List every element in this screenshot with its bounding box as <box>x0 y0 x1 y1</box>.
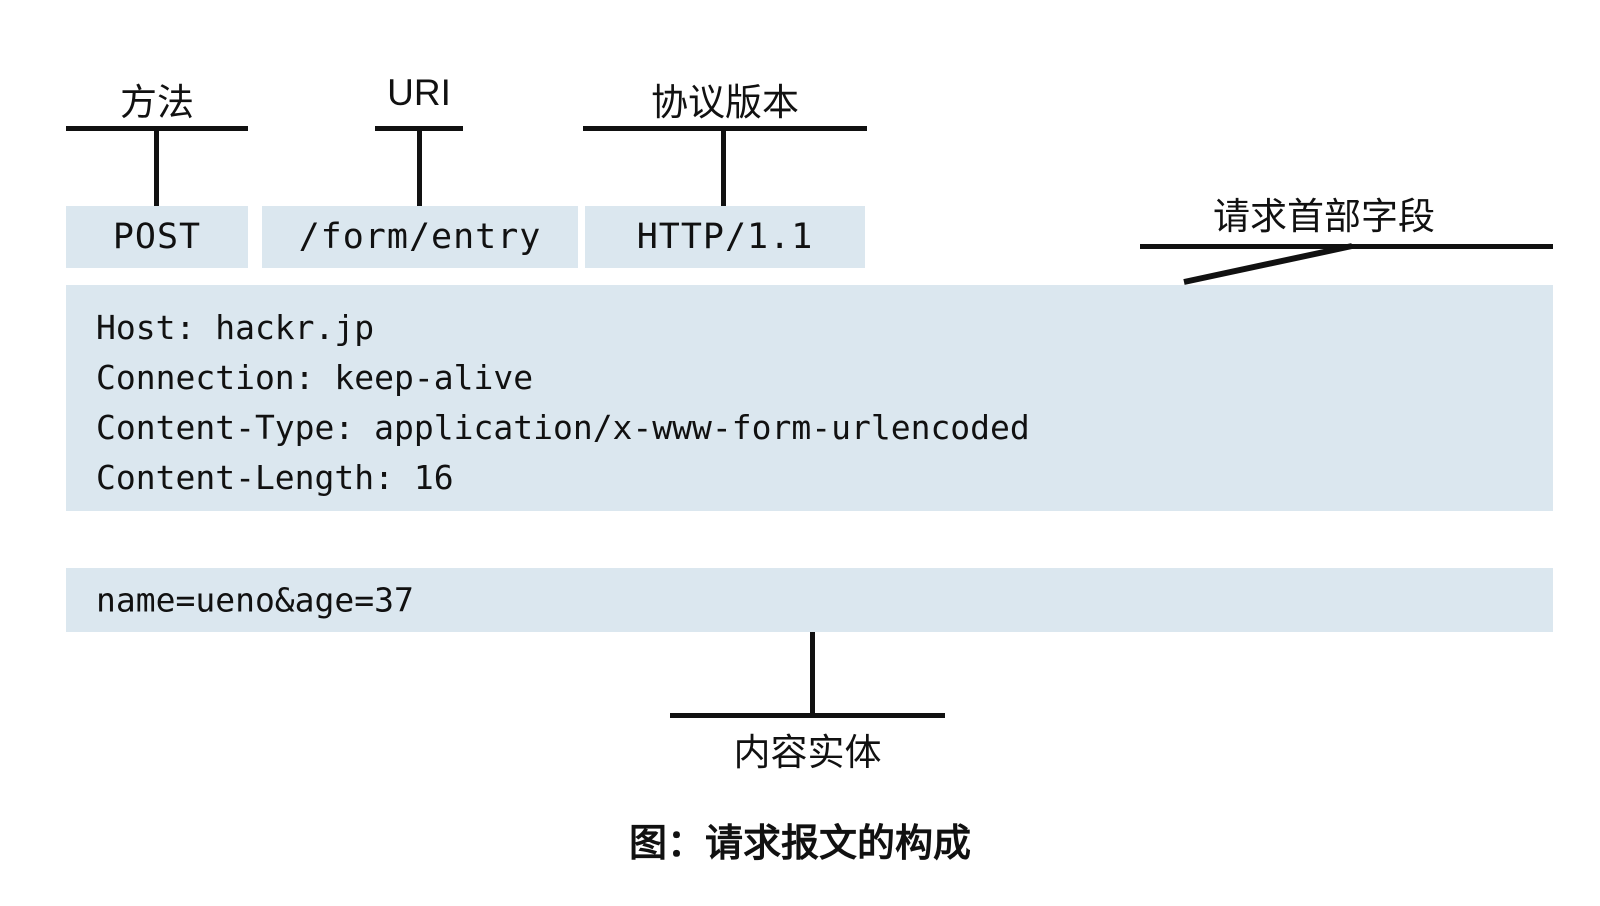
bracket-stem-method <box>154 126 159 208</box>
figure-caption: 图：请求报文的构成 <box>628 823 971 865</box>
label-protocol-version: 协议版本 <box>651 82 799 123</box>
label-method: 方法 <box>120 82 194 123</box>
request-line-version-value: HTTP/1.1 <box>636 217 814 257</box>
callout-rule-entity-body <box>670 713 945 718</box>
request-line-uri-value: /form/entry <box>298 217 542 257</box>
label-uri: URI <box>387 72 451 113</box>
request-line-uri-box: /form/entry <box>262 206 578 268</box>
request-line-method-box: POST <box>66 206 248 268</box>
bracket-stem-protocol-version <box>721 126 726 208</box>
entity-body-value: name=ueno&age=37 <box>96 580 414 620</box>
label-entity-body: 内容实体 <box>733 732 882 773</box>
bracket-stem-uri <box>417 126 422 208</box>
entity-body-block: name=ueno&age=37 <box>66 568 1553 632</box>
request-line-method-value: POST <box>112 217 202 257</box>
request-header-fields-block: Host: hackr.jp Connection: keep-alive Co… <box>66 285 1553 511</box>
request-line-version-box: HTTP/1.1 <box>585 206 865 268</box>
request-header-fields-text: Host: hackr.jp Connection: keep-alive Co… <box>96 308 1030 497</box>
callout-leader-request-header-fields <box>1183 243 1353 285</box>
callout-stem-entity-body <box>810 632 815 716</box>
label-request-header-fields: 请求首部字段 <box>1213 196 1435 237</box>
